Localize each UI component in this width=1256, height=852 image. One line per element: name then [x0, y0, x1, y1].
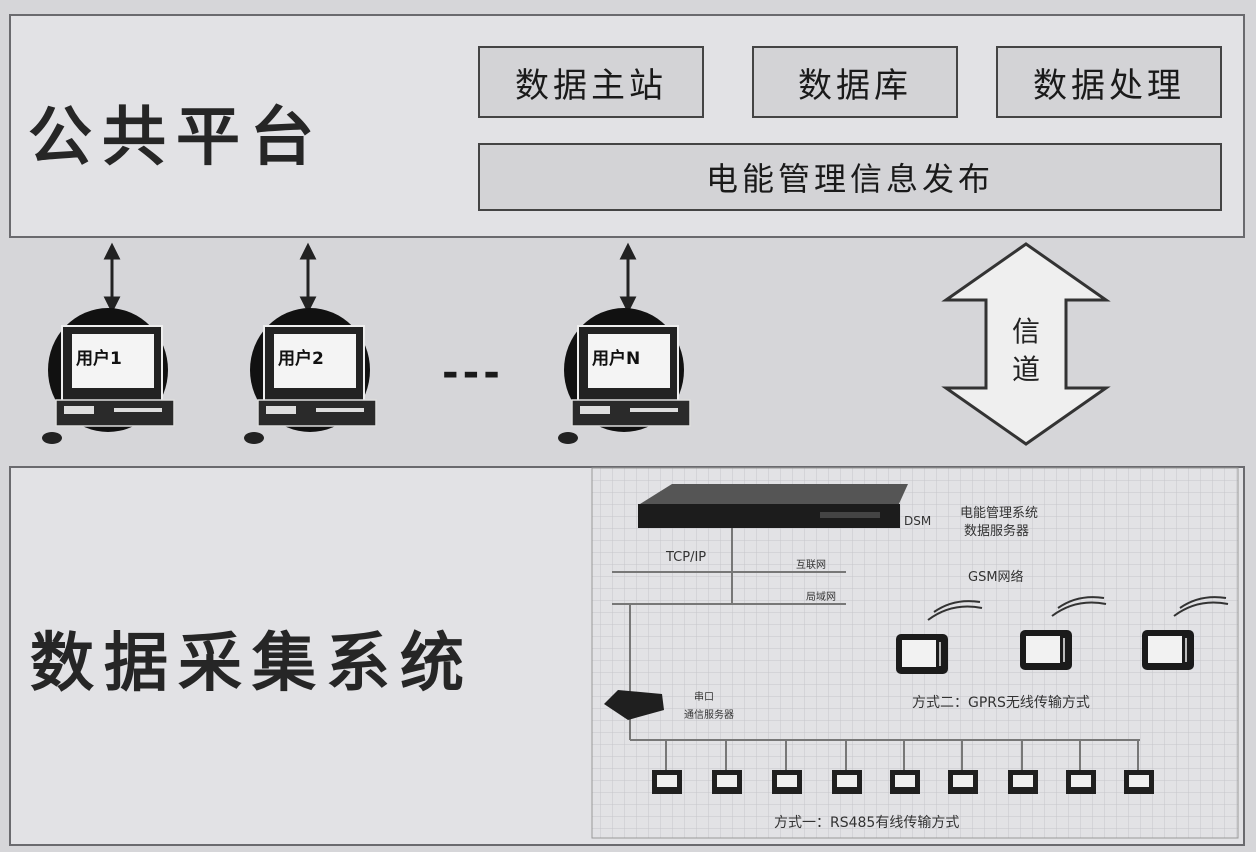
- users-ellipsis: ---: [442, 350, 504, 396]
- internet-label: 互联网: [796, 560, 826, 571]
- channel-label-char: 道: [1012, 353, 1041, 386]
- module-data-master: 数据主站: [478, 46, 704, 118]
- platform-title: 公共平台: [28, 101, 324, 175]
- module-database: 数据库: [752, 46, 958, 118]
- tcp-label: TCP/IP: [666, 550, 707, 565]
- gateway-label-line2: 通信服务器: [684, 710, 734, 721]
- server-model-label: DSM: [904, 514, 932, 528]
- rs485-meters: [652, 740, 1154, 794]
- network-bus-lines: [612, 528, 1140, 741]
- user-link-arrow: [103, 242, 121, 314]
- user-label: 用户1: [76, 349, 122, 369]
- user-link-arrow: [299, 242, 317, 314]
- user-computer-icon: [41, 307, 175, 445]
- meter-icon: [948, 770, 978, 794]
- meter-icon: [652, 770, 682, 794]
- user-link-arrow: [619, 242, 637, 314]
- meter-icon: [1124, 770, 1154, 794]
- gateway-label-line1: 串口: [694, 692, 714, 703]
- serial-gateway-icon: [604, 690, 664, 720]
- lan-label: 局域网: [806, 592, 836, 603]
- mode-1-label: 方式一：RS485有线传输方式: [774, 815, 960, 831]
- gsm-label: GSM网络: [968, 570, 1024, 585]
- channel-double-arrow: [941, 242, 1111, 446]
- channel-label-char: 信: [1012, 315, 1041, 348]
- server-label-line2: 数据服务器: [964, 524, 1030, 539]
- wireless-terminal-icon: [895, 600, 983, 675]
- server-icon: [638, 484, 908, 528]
- publish-bar: 电能管理信息发布: [478, 143, 1222, 211]
- user-computer-icon: [557, 307, 691, 445]
- meter-icon: [890, 770, 920, 794]
- user-label: 用户N: [592, 349, 641, 369]
- module-data-processing: 数据处理: [996, 46, 1222, 118]
- meter-icon: [772, 770, 802, 794]
- mode-2-label: 方式二：GPRS无线传输方式: [912, 695, 1090, 711]
- user-computer-icon: [243, 307, 377, 445]
- meter-icon: [1008, 770, 1038, 794]
- meter-icon: [1066, 770, 1096, 794]
- user-label: 用户2: [278, 349, 324, 369]
- acquisition-title: 数据采集系统: [30, 627, 474, 701]
- wireless-terminal-icon: [1141, 596, 1229, 671]
- meter-icon: [832, 770, 862, 794]
- server-label-line1: 电能管理系统: [960, 506, 1039, 521]
- wireless-terminal-icon: [1019, 596, 1107, 671]
- meter-icon: [712, 770, 742, 794]
